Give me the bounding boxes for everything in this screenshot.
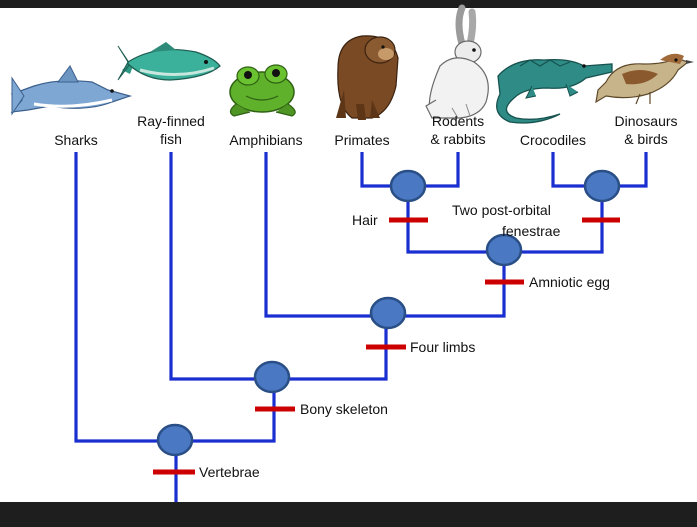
trait-label-vertebrae: Vertebrae: [199, 464, 260, 480]
trait-label-post-orbital-line1: Two post-orbital: [452, 202, 551, 218]
trait-label-four-limbs: Four limbs: [410, 339, 475, 355]
trait-label-amniotic-egg: Amniotic egg: [529, 274, 610, 290]
node-archosaurs: [585, 171, 619, 201]
node-mammals: [391, 171, 425, 201]
taxon-label-dinosaurs-line1: Dinosaurs: [614, 113, 677, 129]
node-vertebrates: [158, 425, 192, 455]
trait-label-post-orbital-line2: fenestrae: [502, 223, 561, 239]
crocodile-icon: [497, 60, 612, 123]
sparrow-icon: [596, 54, 694, 104]
node-amniotes: [487, 235, 521, 265]
monkey-icon: [336, 36, 398, 120]
taxon-label-sharks: Sharks: [54, 132, 98, 148]
taxon-label-primates: Primates: [334, 132, 389, 148]
taxon-label-rodents-line1: Rodents: [432, 113, 484, 129]
branch-vertebrates: [76, 152, 274, 441]
tree-branches: [76, 152, 646, 505]
taxon-label-amphibians: Amphibians: [229, 132, 302, 148]
shark-icon: [12, 66, 130, 114]
node-bony-fish: [255, 362, 289, 392]
taxon-label-ray-finned-line2: fish: [160, 131, 182, 147]
frog-icon: [230, 65, 295, 116]
node-tetrapods: [371, 298, 405, 328]
rabbit-icon: [426, 8, 488, 118]
branch-bony-fish: [171, 152, 386, 379]
trait-label-bony-skeleton: Bony skeleton: [300, 401, 388, 417]
taxon-label-crocodiles: Crocodiles: [520, 132, 586, 148]
branch-tetrapods: [266, 152, 504, 316]
taxon-label-rodents-line2: & rabbits: [430, 131, 485, 147]
bottom-frame-bar: [0, 502, 697, 527]
tuna-icon: [118, 42, 220, 80]
taxon-label-ray-finned-line1: Ray-finned: [137, 113, 205, 129]
trait-label-hair: Hair: [352, 212, 378, 228]
taxon-label-dinosaurs-line2: & birds: [624, 131, 668, 147]
